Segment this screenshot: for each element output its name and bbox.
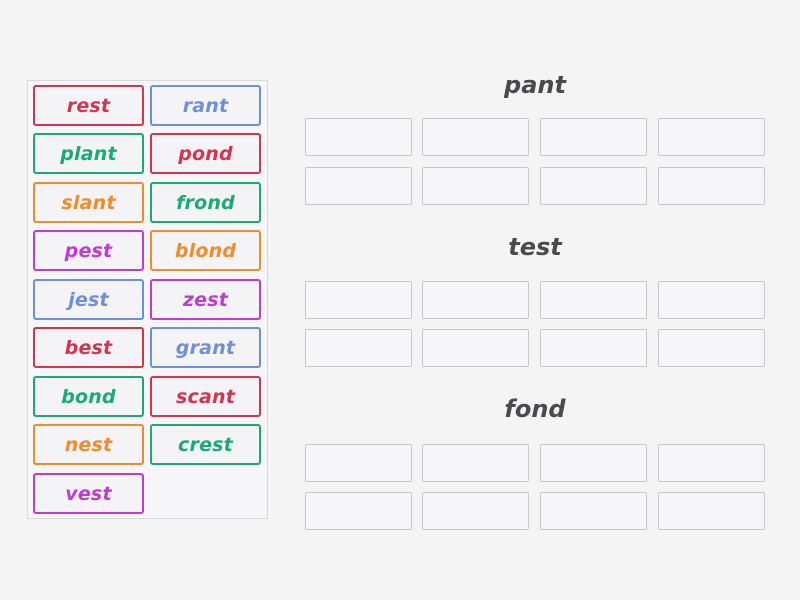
drop-slot-test-5[interactable] xyxy=(305,329,412,367)
drop-slot-pant-1[interactable] xyxy=(305,118,412,156)
drop-slot-test-4[interactable] xyxy=(658,281,765,319)
word-card-pest[interactable]: pest xyxy=(33,230,144,271)
drop-slot-pant-5[interactable] xyxy=(305,167,412,205)
drop-slot-test-3[interactable] xyxy=(540,281,647,319)
word-card-slant[interactable]: slant xyxy=(33,182,144,223)
drop-slot-fond-8[interactable] xyxy=(658,492,765,530)
drop-slot-pant-8[interactable] xyxy=(658,167,765,205)
word-card-rant[interactable]: rant xyxy=(150,85,261,126)
word-card-bond[interactable]: bond xyxy=(33,376,144,417)
drop-slot-fond-2[interactable] xyxy=(422,444,529,482)
drop-slot-test-8[interactable] xyxy=(658,329,765,367)
group-title-pant: pant xyxy=(504,71,566,99)
word-card-best[interactable]: best xyxy=(33,327,144,368)
drop-slot-pant-7[interactable] xyxy=(540,167,647,205)
drop-slot-fond-4[interactable] xyxy=(658,444,765,482)
drop-slot-pant-2[interactable] xyxy=(422,118,529,156)
drop-slot-fond-7[interactable] xyxy=(540,492,647,530)
word-card-jest[interactable]: jest xyxy=(33,279,144,320)
word-card-grant[interactable]: grant xyxy=(150,327,261,368)
drop-slot-test-2[interactable] xyxy=(422,281,529,319)
drop-slot-fond-6[interactable] xyxy=(422,492,529,530)
word-card-blond[interactable]: blond xyxy=(150,230,261,271)
drop-slot-fond-1[interactable] xyxy=(305,444,412,482)
drop-slot-test-7[interactable] xyxy=(540,329,647,367)
word-card-plant[interactable]: plant xyxy=(33,133,144,174)
word-card-scant[interactable]: scant xyxy=(150,376,261,417)
drop-slot-fond-5[interactable] xyxy=(305,492,412,530)
word-card-zest[interactable]: zest xyxy=(150,279,261,320)
drop-slot-pant-3[interactable] xyxy=(540,118,647,156)
word-bank-panel: rest rant plant pond slant frond pest bl… xyxy=(27,80,268,519)
group-title-test: test xyxy=(508,233,562,261)
word-card-pond[interactable]: pond xyxy=(150,133,261,174)
word-card-nest[interactable]: nest xyxy=(33,424,144,465)
drop-slot-test-6[interactable] xyxy=(422,329,529,367)
word-card-rest[interactable]: rest xyxy=(33,85,144,126)
drop-slot-test-1[interactable] xyxy=(305,281,412,319)
word-card-frond[interactable]: frond xyxy=(150,182,261,223)
word-card-vest[interactable]: vest xyxy=(33,473,144,514)
word-card-crest[interactable]: crest xyxy=(150,424,261,465)
drop-slot-pant-4[interactable] xyxy=(658,118,765,156)
group-title-fond: fond xyxy=(504,395,566,423)
drop-slot-fond-3[interactable] xyxy=(540,444,647,482)
drop-slot-pant-6[interactable] xyxy=(422,167,529,205)
